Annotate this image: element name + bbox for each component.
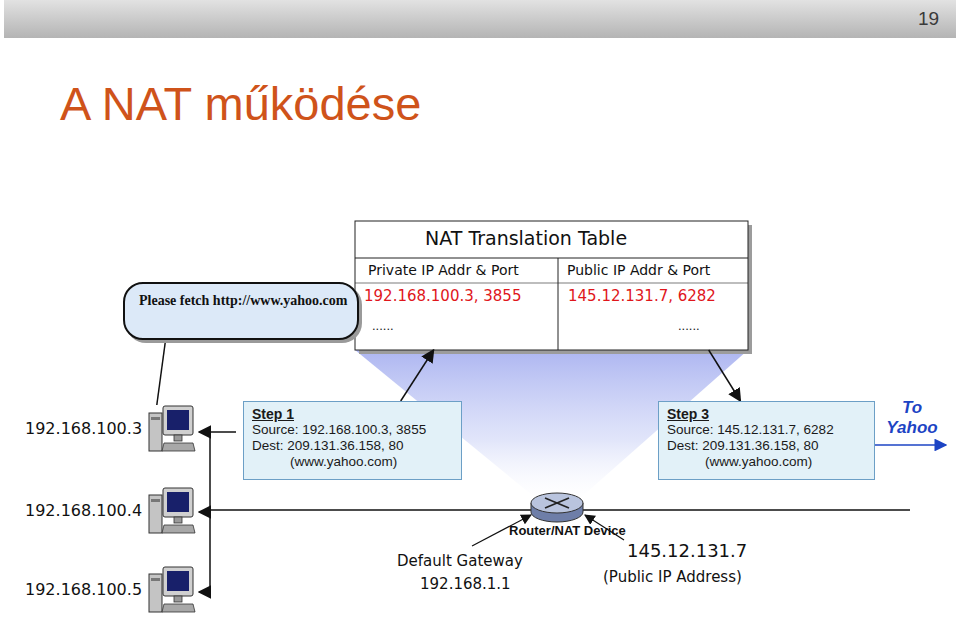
public-ip-note: (Public IP Address)	[603, 568, 742, 586]
table-cell: 145.12.131.7, 6282	[568, 287, 716, 305]
callout-pointer	[157, 340, 166, 405]
host-computer: 192.168.100.5	[20, 566, 200, 616]
lan-wire	[199, 511, 210, 513]
table-header: Public IP Addr & Port	[567, 262, 710, 278]
table-cell: ......	[678, 318, 700, 333]
slide-title: A NAT működése	[60, 76, 421, 131]
node-text: Please fetch http://www.yahoo.com	[139, 292, 347, 310]
node-text: Step 3	[667, 406, 866, 422]
step-box: Step 3Source: 145.12.131.7, 6282Dest: 20…	[658, 401, 875, 480]
internet-arrow	[875, 444, 946, 446]
node-text: Source: 192.168.100.3, 3855	[252, 422, 453, 438]
table-rule	[355, 283, 748, 284]
flow-arrow	[401, 350, 434, 401]
table-cell: 192.168.100.3, 3855	[364, 287, 521, 305]
page-number: 19	[918, 8, 939, 30]
node-text: 192.168.100.5	[25, 580, 200, 599]
table-rule	[558, 258, 559, 350]
node-text: Dest: 209.131.36.158, 80	[252, 438, 453, 454]
node-text: Router/NAT Device	[509, 524, 626, 538]
node-text: Dest: 209.131.36.158, 80	[667, 438, 866, 454]
host-computer: 192.168.100.3	[20, 405, 200, 455]
router-icon	[531, 493, 583, 522]
node-text: (www.yahoo.com)	[667, 454, 866, 470]
gateway-label: Default Gateway	[397, 552, 523, 570]
table-header: Private IP Addr & Port	[368, 262, 519, 278]
router-device: Router/NAT Device	[509, 490, 626, 550]
node-text: Step 1	[252, 406, 453, 422]
host-computer: 192.168.100.4	[20, 487, 200, 537]
node-text: NAT Translation Table	[425, 227, 748, 249]
table-cell: ......	[372, 318, 394, 333]
computer-icon	[149, 488, 195, 533]
step-box: Step 1Source: 192.168.100.3, 3855Dest: 2…	[243, 401, 462, 480]
node-text: 192.168.100.4	[25, 501, 200, 520]
table-frame	[355, 221, 748, 350]
destination-label: To Yahoo	[880, 398, 944, 438]
table-rule	[355, 258, 748, 259]
gateway-address: 192.168.1.1	[420, 575, 511, 593]
lan-wire	[199, 431, 236, 433]
node-text: Source: 145.12.131.7, 6282	[667, 422, 866, 438]
public-ip: 145.12.131.7	[627, 540, 747, 561]
computer-icon	[149, 406, 195, 451]
lan-wire	[199, 591, 210, 593]
computer-icon	[149, 567, 195, 612]
node-text: 192.168.100.3	[25, 419, 200, 438]
speech-bubble: Please fetch http://www.yahoo.com	[123, 282, 359, 340]
flow-arrow	[709, 350, 741, 401]
node-text: (www.yahoo.com)	[252, 454, 453, 470]
title-bar	[4, 0, 956, 38]
